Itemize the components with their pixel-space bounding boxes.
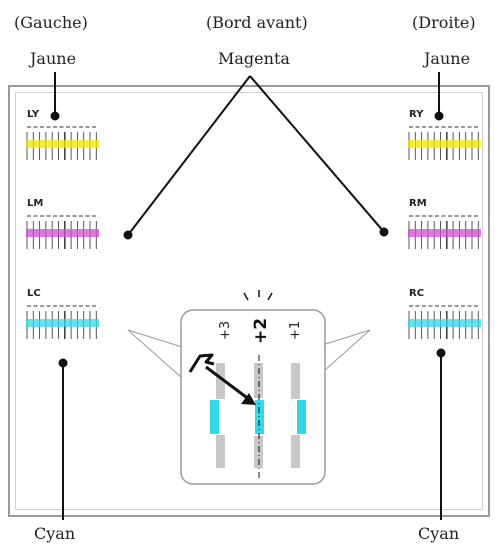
label-left-side: (Gauche) bbox=[14, 13, 88, 32]
pointer-arrow-head bbox=[241, 393, 256, 405]
label-front-edge: (Bord avant) bbox=[206, 13, 308, 32]
pattern-ry bbox=[408, 126, 481, 160]
pattern-code-lm: LM bbox=[27, 198, 44, 209]
leader-magenta-right bbox=[249, 75, 385, 233]
sheet-inner-border bbox=[15, 92, 483, 510]
leader-dot-right-cyan bbox=[436, 348, 446, 358]
zoom-bar-plus1-top bbox=[291, 363, 300, 399]
zoom-bar-plus3-bottom bbox=[216, 435, 225, 468]
zoom-bar-plus3-top bbox=[216, 363, 225, 399]
zoom-cyan-plus1 bbox=[297, 400, 306, 434]
leader-dot-left-yellow bbox=[50, 111, 60, 121]
leader-dot-right-yellow bbox=[434, 111, 444, 121]
leader-dot-magenta-right bbox=[379, 227, 389, 237]
zoom-value-plus1: +1 bbox=[288, 321, 303, 340]
pattern-code-rc: RC bbox=[409, 288, 425, 299]
label-left-cyan: Cyan bbox=[34, 524, 76, 543]
pattern-rc bbox=[408, 305, 481, 339]
pointer-arrow-shaft bbox=[205, 365, 251, 402]
pattern-groups bbox=[26, 126, 481, 339]
leader-magenta-left bbox=[127, 75, 251, 236]
pattern-code-ly: LY bbox=[27, 109, 40, 120]
callout-join-left bbox=[183, 345, 186, 379]
callout-join-right bbox=[320, 345, 323, 379]
leader-dot-magenta-left bbox=[123, 230, 133, 240]
pattern-lc bbox=[26, 305, 99, 339]
label-left-yellow: Jaune bbox=[30, 49, 77, 68]
pattern-ly bbox=[26, 126, 99, 160]
callout-tail-left bbox=[127, 329, 183, 380]
leader-lines bbox=[50, 72, 446, 520]
zoom-bar-plus2-top bbox=[254, 363, 263, 398]
label-right-cyan: Cyan bbox=[418, 524, 460, 543]
leader-dot-left-cyan bbox=[58, 358, 68, 368]
pattern-lm bbox=[26, 215, 99, 249]
pattern-code-lc: LC bbox=[27, 288, 41, 299]
pointer-hand-icon bbox=[188, 353, 215, 373]
zoom-callout: +3 +2 +1 bbox=[127, 290, 371, 485]
label-magenta: Magenta bbox=[218, 49, 290, 68]
zoom-value-plus3: +3 bbox=[218, 321, 233, 340]
pattern-rm bbox=[408, 215, 481, 249]
pattern-code-rm: RM bbox=[409, 198, 427, 209]
label-right-yellow: Jaune bbox=[424, 49, 471, 68]
highlight-marks bbox=[243, 290, 273, 301]
zoom-bar-plus1-bottom bbox=[291, 435, 300, 468]
zoom-value-plus2: +2 bbox=[251, 318, 271, 344]
zoom-cyan-plus3 bbox=[210, 400, 219, 434]
label-right-side: (Droite) bbox=[412, 13, 476, 32]
pattern-code-ry: RY bbox=[409, 109, 424, 120]
